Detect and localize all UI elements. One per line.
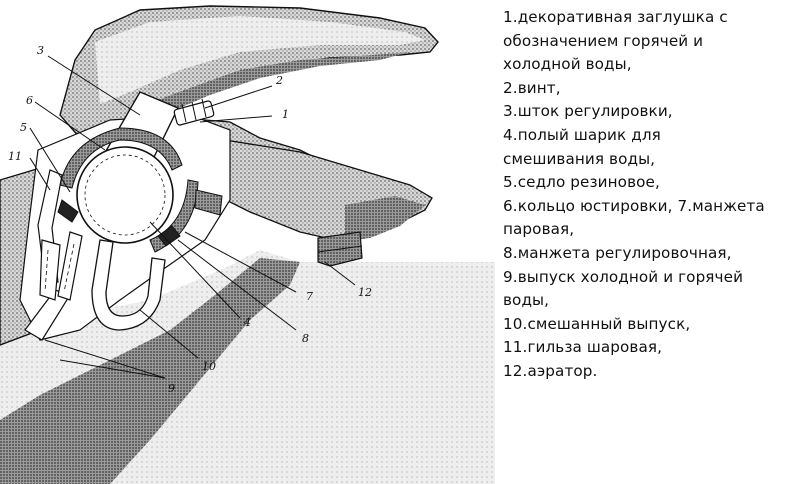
legend-line: 3.шток регулировки,	[503, 102, 673, 121]
callout-1: 1	[282, 108, 289, 121]
screw	[173, 98, 215, 126]
legend-line: 5.седло резиновое,	[503, 173, 660, 192]
callout-5: 5	[20, 121, 27, 134]
legend-line: обозначением горячей и	[503, 31, 704, 50]
lever-shadow	[130, 52, 410, 112]
legend-line: воды,	[503, 291, 550, 310]
callout-9: 9	[168, 382, 175, 395]
legend-line: 1.декоративная заглушка с	[503, 8, 728, 26]
adjusting-ring	[59, 127, 183, 189]
legend-line: 12.аэратор.	[503, 361, 598, 380]
legend-line: 8.манжета регулировочная,	[503, 243, 732, 262]
legend-line: холодной воды,	[503, 55, 632, 74]
body-shadow	[0, 258, 300, 484]
callout-11: 11	[8, 150, 22, 163]
callout-10: 10	[202, 360, 216, 373]
callout-4: 4	[243, 316, 251, 329]
legend-line: смешивания воды,	[503, 149, 656, 168]
callout-6: 6	[26, 94, 33, 107]
callout-2: 2	[275, 74, 283, 87]
legend-line: 6.кольцо юстировки, 7.манжета	[503, 196, 765, 215]
leader-lines	[29, 55, 356, 379]
spout-collar	[194, 189, 223, 216]
callout-3: 3	[37, 44, 44, 57]
mixer-tap-drawing: 1 2 3 4 5 6 7 8 9 10 11 12	[0, 5, 495, 484]
spout-shadow	[345, 196, 425, 240]
legend-line: 9.выпуск холодной и горячей	[503, 267, 744, 286]
mixing-ball	[76, 146, 174, 244]
lever-highlight	[95, 16, 425, 104]
callout-8: 8	[302, 332, 309, 345]
legend-line: 10.смешанный выпуск,	[503, 314, 691, 333]
ball-inner-outline	[84, 154, 166, 236]
legend-line: 4.полый шарик для	[503, 125, 661, 144]
mixed-outlet	[91, 239, 166, 331]
legend-line: 11.гильза шаровая,	[503, 338, 663, 357]
water-inlets	[24, 231, 83, 341]
legend-line: 2.винт,	[503, 78, 561, 97]
legend-line: паровая,	[503, 220, 575, 239]
parts-legend: 1.декоративная заглушка с обозначением г…	[503, 6, 798, 384]
callout-12: 12	[358, 286, 372, 299]
callout-7: 7	[306, 290, 313, 303]
